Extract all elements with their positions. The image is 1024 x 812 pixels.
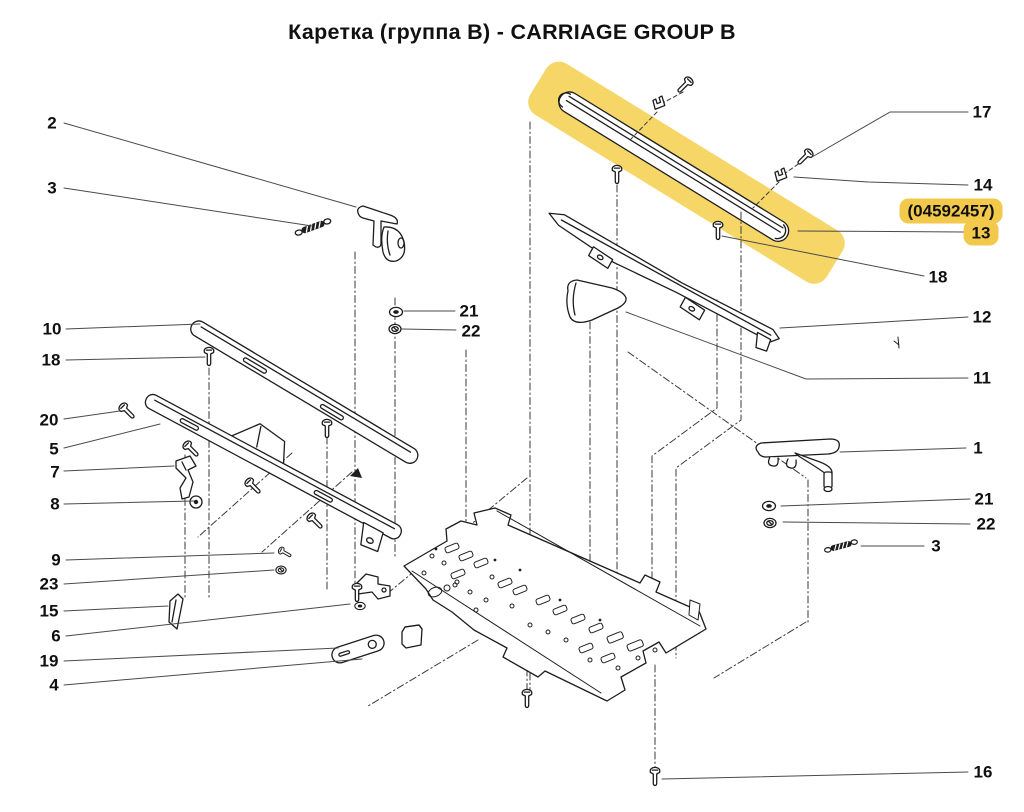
latch-6 [353,573,391,600]
leader-2 [63,122,357,208]
leader-20 [63,410,121,420]
callout-17: 17 [972,102,992,122]
callout-23: 23 [39,574,59,594]
callout-3-right: 3 [931,536,941,556]
leader-22-mid [401,328,457,331]
lever-2 [357,205,406,262]
leader-3-left [63,187,313,227]
callout-13: 13 [963,220,999,246]
rail-12 [548,212,780,352]
leader-lines [63,111,971,780]
leader-12 [779,316,969,329]
leader-22-right [782,521,971,525]
callout-22-right: 22 [976,514,996,534]
stray-mark [893,336,900,349]
callout-12: 12 [972,307,992,327]
callout-15: 15 [39,601,59,621]
callout-5: 5 [49,439,59,459]
callout-14: 14 [973,175,993,195]
callout-18-left: 18 [41,350,61,370]
leader-8 [63,500,195,505]
callout-9: 9 [51,550,61,570]
leader-13 [797,230,965,233]
callout-11: 11 [973,368,991,388]
callout-20: 20 [39,410,59,430]
leader-15 [63,605,169,612]
callout-2: 2 [47,113,57,133]
link-19 [331,634,385,664]
base-plate [403,507,707,702]
callout-6: 6 [51,626,61,646]
rail-5 [144,393,402,553]
leader-18-left [65,356,206,361]
leader-14 [793,176,969,186]
leader-19 [63,647,339,662]
rail-10 [190,320,419,464]
callout-21-right: 21 [974,489,994,509]
callout-10: 10 [42,319,62,339]
callout-16: 16 [973,762,993,782]
hook-7 [175,455,197,500]
leader-16 [661,771,969,780]
block-4 [401,624,423,649]
leader-9 [65,552,275,561]
page-title: Каретка (группа B) - CARRIAGE GROUP B [288,20,736,44]
leader-1 [839,447,967,453]
pointer-mark [350,468,362,478]
highlight-band-and-rail-13 [528,61,845,284]
grommet-8 [189,495,203,509]
callout-7: 7 [50,462,60,482]
callout-4: 4 [49,675,59,695]
callout-8: 8 [50,494,60,514]
leader-7 [63,465,175,472]
leader-10 [65,323,201,330]
lever-1 [755,438,840,493]
callout-18-right: 18 [928,267,948,287]
leader-4 [63,658,363,686]
callout-3-left: 3 [47,178,57,198]
callout-part-code: (04592457) [899,198,1003,224]
leader-6 [65,603,351,637]
leader-11 [625,311,969,380]
leader-18-right [721,235,925,277]
callout-22-mid: 22 [461,321,481,341]
leader-17 [811,111,969,158]
blade-15 [168,593,184,630]
deflector-11 [566,279,627,324]
leader-23 [63,569,275,585]
callout-19: 19 [39,651,59,671]
leader-5 [63,423,161,449]
leader-21-right [780,498,971,507]
callout-1: 1 [973,438,983,458]
callout-21-mid: 21 [459,301,479,321]
